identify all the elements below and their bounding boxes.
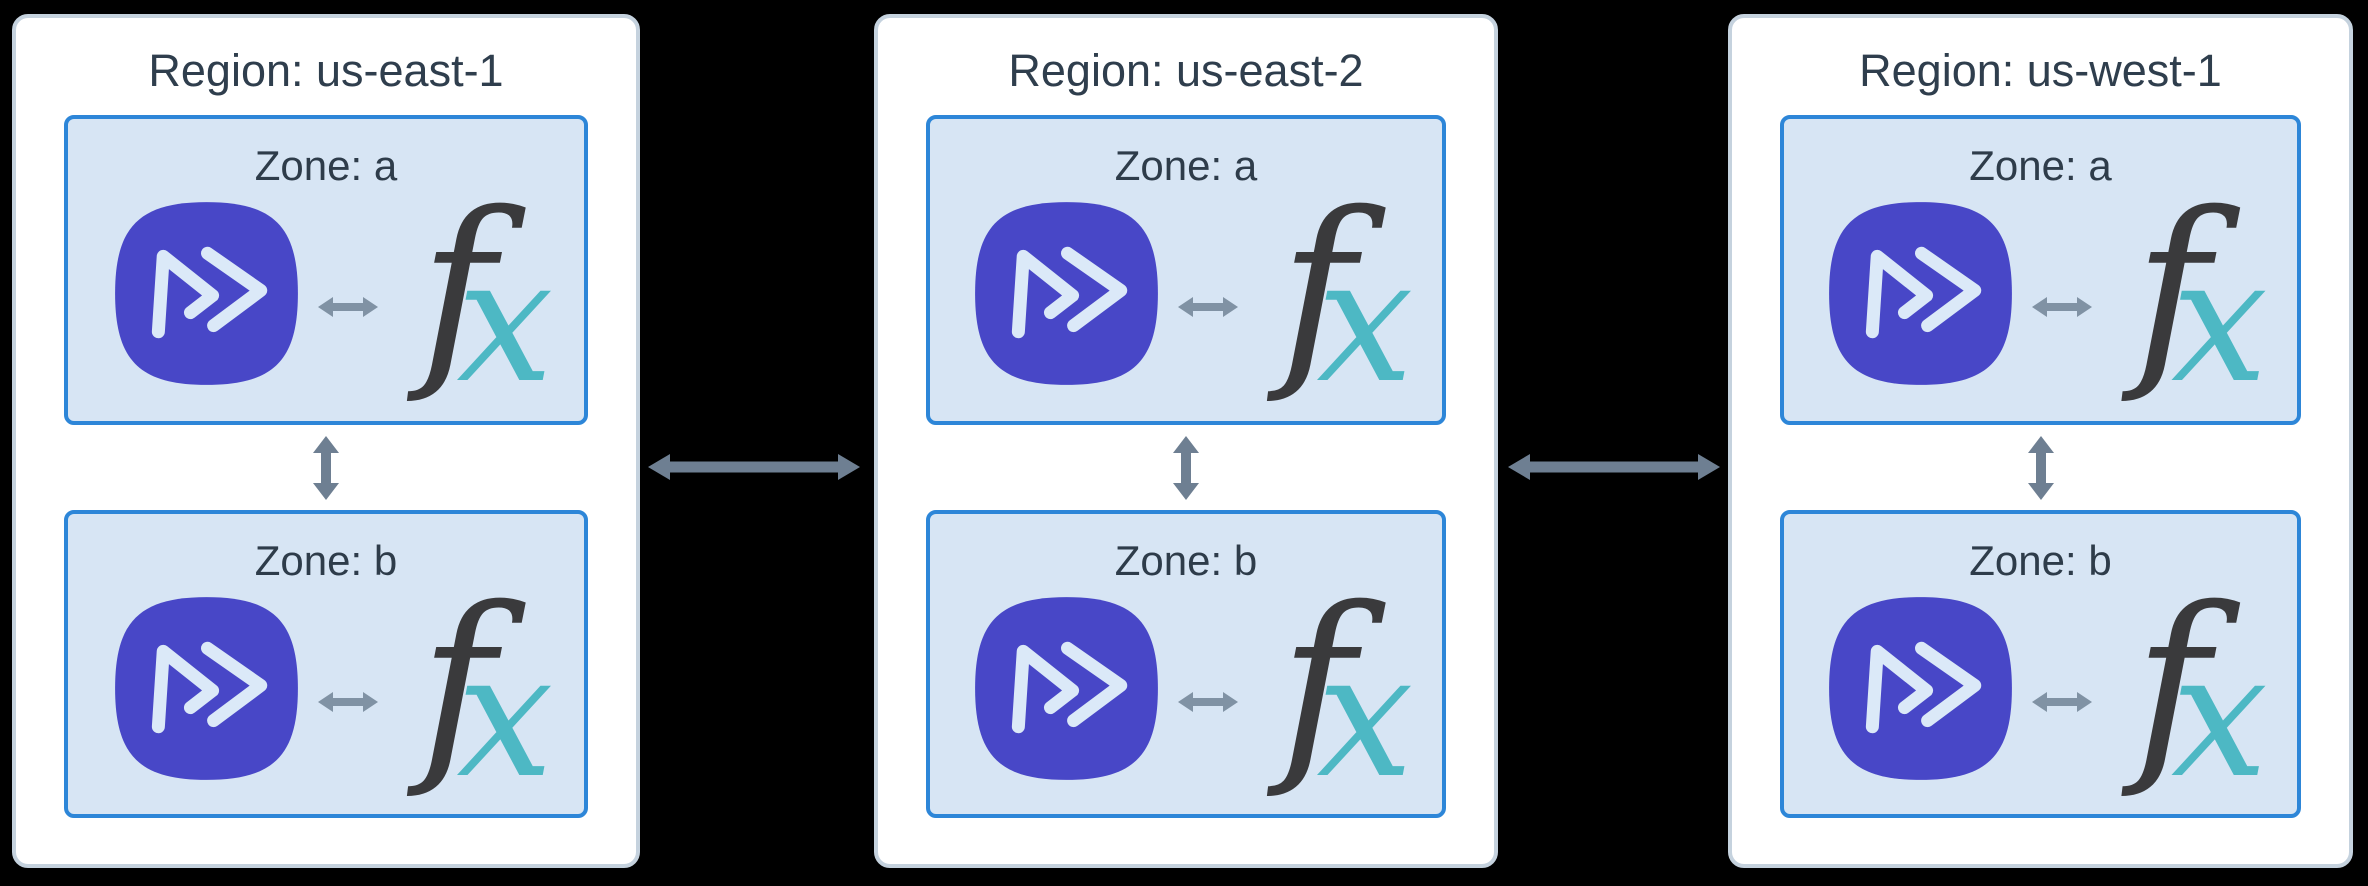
left-right-arrow-icon [2032,688,2092,716]
zone-label: Zone: b [1969,537,2112,584]
zone-box-a: Zone: a f x [64,115,588,425]
function-x-glyph: x [2170,615,2268,816]
function-f-glyph: f [419,169,496,408]
function-symbol: f x [2134,581,2268,802]
function-f-glyph: f [2134,564,2210,803]
function-f-glyph: f [1279,564,1356,803]
zone-content-row: f x [109,186,554,407]
function-symbol: f x [2134,186,2268,407]
inter-region-arrow-icon [648,451,860,483]
left-right-arrow-icon [2032,293,2092,321]
zone-label: Zone: b [1114,537,1258,584]
function-x-glyph: x [1316,615,1414,816]
fast-forward-squircle-icon [1823,591,2018,786]
left-right-arrow-icon [318,688,378,716]
zone-label: Zone: b [254,537,398,584]
zone-content-row: f x [969,186,1414,407]
left-right-arrow-icon [1178,293,1238,321]
inter-region-arrow-icon [1508,451,1720,483]
left-right-arrow-icon [1178,688,1238,716]
zone-content-row: f x [109,581,554,802]
zone-box-b: Zone: b f x [1780,510,2301,818]
zone-label: Zone: a [1114,142,1258,189]
function-symbol: f x [420,186,554,407]
zone-box-b: Zone: b f x [926,510,1446,818]
inter-zone-connector [64,425,588,510]
fast-forward-squircle-icon [109,196,304,391]
zone-box-a: Zone: a f x [1780,115,2301,425]
function-symbol: f x [420,581,554,802]
function-x-glyph: x [1316,220,1414,421]
region-box-us-east-2: Region: us-east-2 Zone: a f x Zone: b f [874,14,1498,868]
function-x-glyph: x [2170,220,2268,421]
function-f-glyph: f [1279,169,1356,408]
region-title: Region: us-east-1 [148,45,504,96]
zone-label: Zone: a [1969,142,2112,189]
function-f-glyph: f [419,564,496,803]
zone-box-a: Zone: a f x [926,115,1446,425]
zone-content-row: f x [1823,186,2268,407]
zone-box-b: Zone: b f x [64,510,588,818]
inter-zone-connector [1780,425,2301,510]
function-symbol: f x [1280,581,1414,802]
region-box-us-west-1: Region: us-west-1 Zone: a f x Zone: b f [1728,14,2353,868]
fast-forward-squircle-icon [969,591,1164,786]
vertical-double-arrow-icon [1169,436,1203,500]
region-title: Region: us-west-1 [1859,45,2222,96]
vertical-double-arrow-icon [2024,436,2058,500]
zone-content-row: f x [969,581,1414,802]
fast-forward-squircle-icon [969,196,1164,391]
function-x-glyph: x [456,615,554,816]
region-box-us-east-1: Region: us-east-1 Zone: a f x Zone: b f [12,14,640,868]
zone-content-row: f x [1823,581,2268,802]
fast-forward-squircle-icon [1823,196,2018,391]
function-f-glyph: f [2134,169,2210,408]
function-symbol: f x [1280,186,1414,407]
zone-label: Zone: a [254,142,398,189]
function-x-glyph: x [456,220,554,421]
inter-zone-connector [926,425,1446,510]
fast-forward-squircle-icon [109,591,304,786]
vertical-double-arrow-icon [309,436,343,500]
region-title: Region: us-east-2 [1008,45,1364,96]
left-right-arrow-icon [318,293,378,321]
